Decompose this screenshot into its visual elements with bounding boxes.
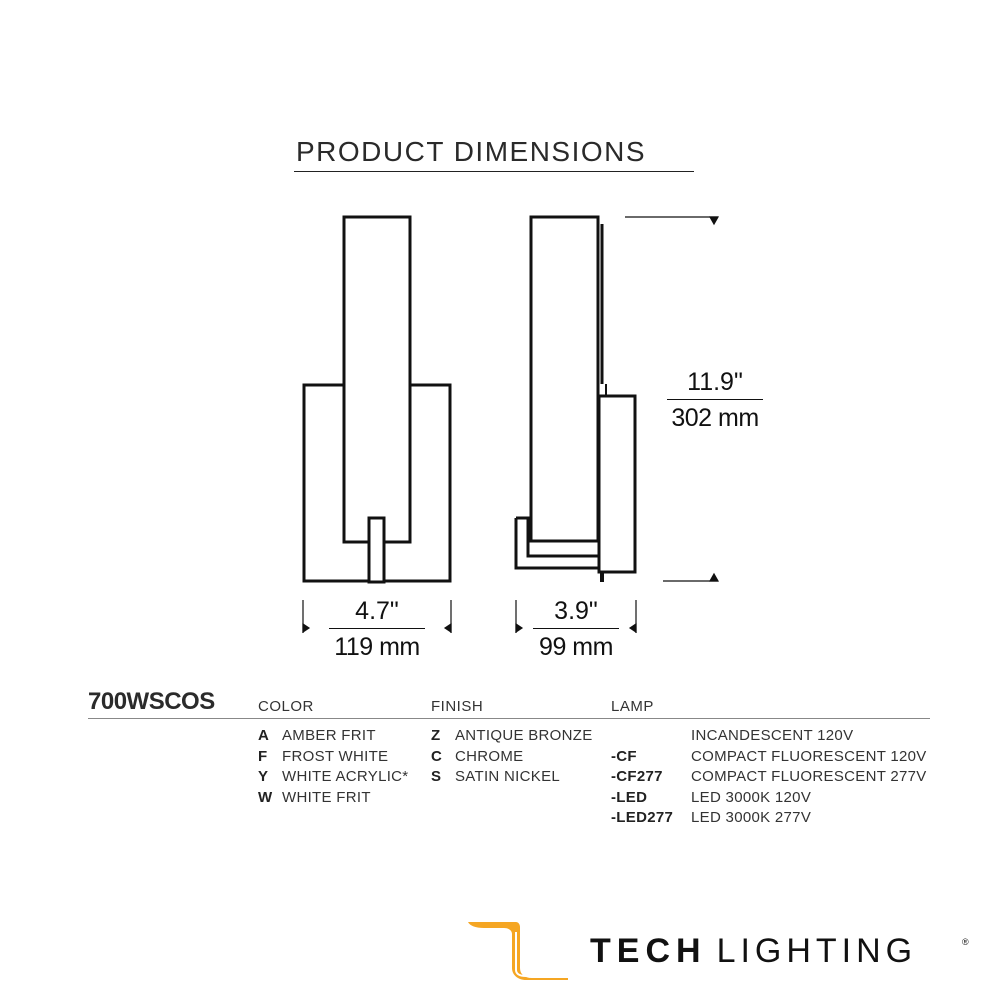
option-code: C [431,747,443,765]
option-code: -CF [611,747,637,765]
option-label: ANTIQUE BRONZE [455,727,593,744]
depth-mm: 99 mm [539,633,613,661]
width-label: 4.7" 119 mm [318,597,436,662]
depth-fraction-line [533,628,619,629]
brand-word-lighting: LIGHTING [716,932,918,970]
option-label: COMPACT FLUORESCENT 277V [691,768,927,785]
depth-dimension [515,600,637,634]
front-view [302,215,452,584]
list-item: A AMBER FRIT [258,726,408,747]
option-code: Y [258,768,269,785]
option-code: A [258,727,270,744]
option-code: W [258,788,273,806]
option-label: LED 3000K 277V [691,809,812,826]
list-item: Z ANTIQUE BRONZE [431,726,593,747]
title-underline [294,171,694,172]
lamp-header: LAMP [611,698,654,715]
side-view [514,215,637,582]
option-label: COMPACT FLUORESCENT 120V [691,747,927,765]
front-stem [367,516,386,584]
spec-divider [88,718,930,719]
tech-lighting-logo-icon [468,922,568,980]
list-item: -CF277 COMPACT FLUORESCENT 277V [611,767,927,788]
lamp-options: INCANDESCENT 120V -CF COMPACT FLUORESCENT… [611,726,927,829]
option-code: S [431,768,442,785]
list-item: F FROST WHITE [258,747,408,768]
side-arm [516,516,598,558]
side-diffuser [529,215,600,543]
front-diffuser [342,215,412,544]
height-fraction-line [667,399,763,400]
brand-word-tech: TECH [590,932,707,970]
list-item: -LED277 LED 3000K 277V [611,808,927,829]
side-backplate [597,394,637,574]
model-number: 700WSCOS [88,688,215,715]
option-label: WHITE FRIT [282,788,371,806]
height-inches: 11.9" [687,368,743,396]
list-item: W WHITE FRIT [258,788,408,809]
option-label: LED 3000K 120V [691,788,812,806]
list-item: -CF COMPACT FLUORESCENT 120V [611,747,927,768]
option-label: CHROME [455,747,524,765]
option-label: INCANDESCENT 120V [691,727,854,744]
list-item: Y WHITE ACRYLIC* [258,767,408,788]
finish-header: FINISH [431,698,484,715]
width-fraction-line [329,628,425,629]
height-label: 11.9" 302 mm [662,368,768,433]
width-inches: 4.7" [355,597,399,625]
page-title: PRODUCT DIMENSIONS [296,136,647,167]
option-code: -LED277 [611,809,674,826]
depth-label: 3.9" 99 mm [528,597,624,662]
height-mm: 302 mm [671,404,759,432]
color-options: A AMBER FRIT F FROST WHITE Y WHITE ACRYLIC*… [258,726,408,808]
option-code: -CF277 [611,768,663,785]
option-code: Z [431,727,441,744]
color-header: COLOR [258,698,314,715]
option-label: WHITE ACRYLIC* [282,768,409,785]
option-code: -LED [611,788,648,806]
option-label: FROST WHITE [282,747,389,765]
list-item: C CHROME [431,747,593,768]
list-item: INCANDESCENT 120V [611,726,927,747]
width-mm: 119 mm [334,633,420,661]
option-code: F [258,747,268,765]
list-item: -LED LED 3000K 120V [611,788,927,809]
option-label: SATIN NICKEL [455,768,561,785]
finish-options: Z ANTIQUE BRONZE C CHROME S SATIN NICKEL [431,726,593,788]
height-dimension [625,216,720,582]
option-label: AMBER FRIT [282,727,376,744]
depth-inches: 3.9" [554,597,598,625]
registered-mark: ® [962,937,969,947]
list-item: S SATIN NICKEL [431,767,593,788]
width-dimension [302,600,452,634]
